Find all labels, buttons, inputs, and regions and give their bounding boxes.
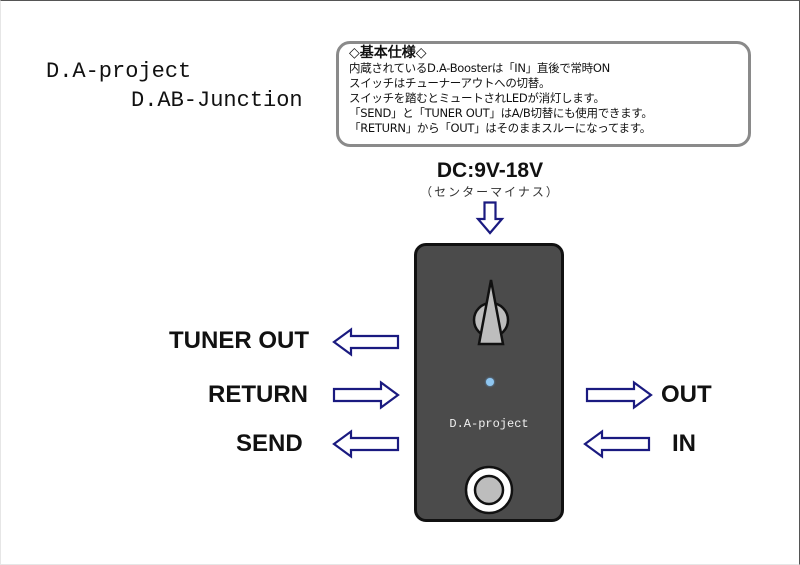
brand-title: D.A-project: [46, 59, 192, 84]
spec-line: スイッチはチューナーアウトへの切替。: [349, 76, 551, 90]
left-arrow-icon: [332, 327, 400, 357]
port-label-return: RETURN: [208, 381, 308, 408]
knob-icon: [472, 279, 510, 346]
spec-title: ◇基本仕様◇: [349, 45, 427, 61]
power-polarity: （センターマイナス）: [420, 185, 560, 199]
spec-line: 「SEND」と「TUNER OUT」はA/B切替にも使用できます。: [349, 106, 653, 120]
left-arrow-icon: [332, 429, 400, 459]
right-arrow-icon: [332, 380, 400, 410]
led-indicator: [486, 378, 494, 386]
footswitch-button[interactable]: [464, 465, 514, 515]
left-arrow-icon: [583, 429, 651, 459]
spec-box: ◇基本仕様◇ 内蔵されているD.A-Boosterは「IN」直後で常時ON スイ…: [336, 41, 751, 147]
port-label-out: OUT: [661, 381, 712, 408]
spec-line: スイッチを踏むとミュートされLEDが消灯します。: [349, 91, 605, 105]
power-label: DC:9V-18V: [436, 159, 544, 182]
down-arrow-icon: [475, 201, 505, 235]
pedal-brand-label: D.A-project: [449, 417, 529, 431]
port-label-in: IN: [672, 430, 696, 457]
pedal-enclosure: D.A-project: [414, 243, 564, 522]
spec-line: 内蔵されているD.A-Boosterは「IN」直後で常時ON: [349, 61, 610, 75]
port-label-tuner-out: TUNER OUT: [169, 327, 309, 354]
right-arrow-icon: [585, 380, 653, 410]
spec-line: 「RETURN」から「OUT」はそのままスルーになってます。: [349, 121, 651, 135]
product-title: D.AB-Junction: [131, 88, 303, 113]
port-label-send: SEND: [236, 430, 303, 457]
